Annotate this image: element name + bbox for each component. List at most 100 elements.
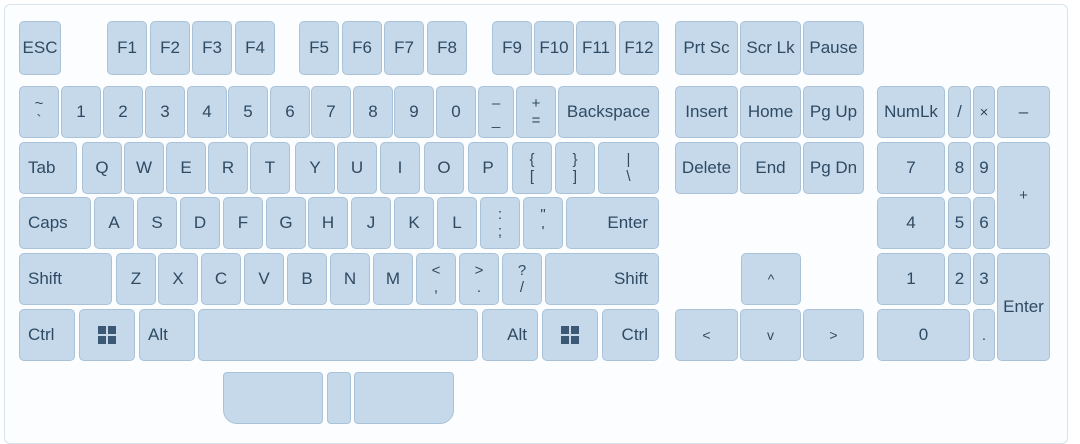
key-f4[interactable]: F4 [235,21,275,75]
key-f7[interactable]: F7 [384,21,424,75]
key-numpad-3[interactable]: 3 [973,253,995,305]
key-right-brace[interactable]: }] [555,142,595,194]
key-o[interactable]: O [424,142,464,194]
key-w[interactable]: W [124,142,164,194]
key-q[interactable]: Q [82,142,122,194]
key-h[interactable]: H [308,197,348,249]
key-l[interactable]: L [437,197,477,249]
key-shift-right[interactable]: Shift [545,253,659,305]
key-home[interactable]: Home [740,86,801,138]
key-tab[interactable]: Tab [19,142,77,194]
key-z[interactable]: Z [116,253,156,305]
key-2[interactable]: 2 [103,86,143,138]
key-win-left[interactable] [79,309,135,361]
key-9[interactable]: 9 [394,86,434,138]
key-a[interactable]: A [94,197,134,249]
key-minus[interactable]: –_ [478,86,514,138]
key-r[interactable]: R [208,142,248,194]
key-x[interactable]: X [158,253,198,305]
key-numpad-enter[interactable]: Enter [997,253,1050,361]
key-d[interactable]: D [180,197,220,249]
key-quote[interactable]: "' [523,197,563,249]
key-scr-lk[interactable]: Scr Lk [740,21,801,75]
key-numpad-dot[interactable]: . [973,309,995,361]
key-pg-up[interactable]: Pg Up [803,86,864,138]
key-t[interactable]: T [250,142,290,194]
key-8[interactable]: 8 [353,86,393,138]
key-esc[interactable]: ESC [19,21,61,75]
key-f11[interactable]: F11 [576,21,616,75]
touchpad-left-button[interactable] [223,372,323,424]
key-end[interactable]: End [740,142,801,194]
key-4[interactable]: 4 [187,86,227,138]
key-numpad-1[interactable]: 1 [877,253,945,305]
key-b[interactable]: B [287,253,327,305]
key-7[interactable]: 7 [311,86,351,138]
key-3[interactable]: 3 [145,86,185,138]
key-6[interactable]: 6 [270,86,310,138]
key-p[interactable]: P [468,142,508,194]
key-u[interactable]: U [337,142,377,194]
key-pg-dn[interactable]: Pg Dn [803,142,864,194]
key-numpad-minus[interactable]: – [997,86,1050,138]
key-f1[interactable]: F1 [107,21,147,75]
key-pipe[interactable]: |\ [598,142,659,194]
key-tilde[interactable]: ~` [19,86,59,138]
key-prt-sc[interactable]: Prt Sc [675,21,738,75]
key-plus[interactable]: += [516,86,556,138]
key-colon[interactable]: :; [480,197,520,249]
key-ctrl-right[interactable]: Ctrl [602,309,659,361]
key-1[interactable]: 1 [61,86,101,138]
key-f12[interactable]: F12 [619,21,659,75]
key-numlk[interactable]: NumLk [877,86,945,138]
key-5[interactable]: 5 [228,86,268,138]
key-delete[interactable]: Delete [675,142,738,194]
key-ctrl-left[interactable]: Ctrl [19,309,75,361]
touchpad-middle-button[interactable] [327,372,351,424]
key-f5[interactable]: F5 [299,21,339,75]
key-less-than[interactable]: <, [416,253,456,305]
key-arrow-right[interactable]: > [803,309,864,361]
key-s[interactable]: S [137,197,177,249]
key-f[interactable]: F [223,197,263,249]
key-numpad-5[interactable]: 5 [948,197,971,249]
key-i[interactable]: I [380,142,420,194]
key-f9[interactable]: F9 [492,21,532,75]
key-space[interactable] [198,309,478,361]
key-numpad-4[interactable]: 4 [877,197,945,249]
key-arrow-down[interactable]: v [740,309,801,361]
key-numpad-7[interactable]: 7 [877,142,945,194]
key-arrow-up[interactable]: ^ [741,253,801,305]
key-numpad-9[interactable]: 9 [973,142,995,194]
key-shift-left[interactable]: Shift [19,253,112,305]
key-0[interactable]: 0 [436,86,476,138]
key-f2[interactable]: F2 [150,21,190,75]
key-n[interactable]: N [330,253,370,305]
key-numpad-slash[interactable]: / [948,86,971,138]
key-numpad-8[interactable]: 8 [948,142,971,194]
key-backspace[interactable]: Backspace [558,86,659,138]
key-m[interactable]: M [373,253,413,305]
key-numpad-6[interactable]: 6 [973,197,995,249]
key-y[interactable]: Y [295,142,335,194]
key-enter[interactable]: Enter [566,197,659,249]
key-insert[interactable]: Insert [675,86,738,138]
key-numpad-plus[interactable]: + [997,142,1050,249]
key-c[interactable]: C [201,253,241,305]
key-pause[interactable]: Pause [803,21,864,75]
key-numpad-0[interactable]: 0 [877,309,970,361]
key-v[interactable]: V [244,253,284,305]
key-e[interactable]: E [166,142,206,194]
key-j[interactable]: J [351,197,391,249]
key-f10[interactable]: F10 [534,21,574,75]
key-f8[interactable]: F8 [427,21,467,75]
key-g[interactable]: G [266,197,306,249]
key-f3[interactable]: F3 [192,21,232,75]
key-numpad-2[interactable]: 2 [948,253,971,305]
key-greater-than[interactable]: >. [459,253,499,305]
key-left-brace[interactable]: {[ [512,142,552,194]
touchpad-right-button[interactable] [354,372,454,424]
key-alt-left[interactable]: Alt [139,309,195,361]
key-f6[interactable]: F6 [342,21,382,75]
key-k[interactable]: K [394,197,434,249]
